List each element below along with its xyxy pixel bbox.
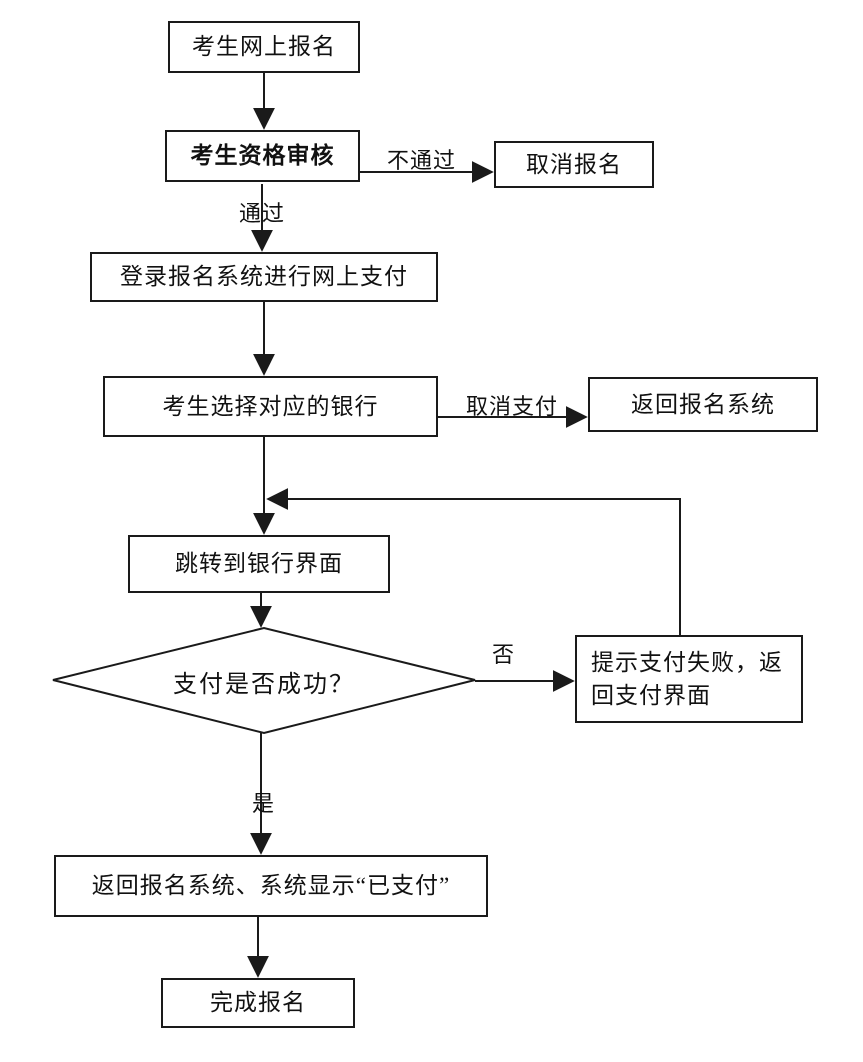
edge-label-yes: 是 bbox=[252, 791, 276, 816]
node-bank-page: 跳转到银行界面 bbox=[128, 535, 390, 593]
edge-label-cancel-payment: 取消支付 bbox=[466, 394, 559, 419]
node-return-registration-system: 返回报名系统 bbox=[588, 377, 818, 432]
node-cancel-registration: 取消报名 bbox=[494, 141, 654, 188]
node-qualification-review: 考生资格审核 bbox=[165, 130, 360, 182]
node-return-system-paid: 返回报名系统、系统显示“已支付” bbox=[54, 855, 488, 917]
node-payment-failed-prompt: 提示支付失败，返回支付界面 bbox=[575, 635, 803, 723]
node-register: 考生网上报名 bbox=[168, 21, 360, 73]
edge-label-not-passed: 不通过 bbox=[387, 148, 457, 173]
arrow-pay-failed-feedback-loop bbox=[266, 488, 681, 635]
node-login-online-payment: 登录报名系统进行网上支付 bbox=[90, 252, 438, 302]
node-decision-payment-success: 支付是否成功？ bbox=[173, 671, 355, 698]
edge-label-passed: 通过 bbox=[239, 201, 286, 226]
edge-label-no: 否 bbox=[492, 642, 516, 667]
node-choose-bank: 考生选择对应的银行 bbox=[103, 376, 438, 437]
node-complete-registration: 完成报名 bbox=[161, 978, 355, 1028]
